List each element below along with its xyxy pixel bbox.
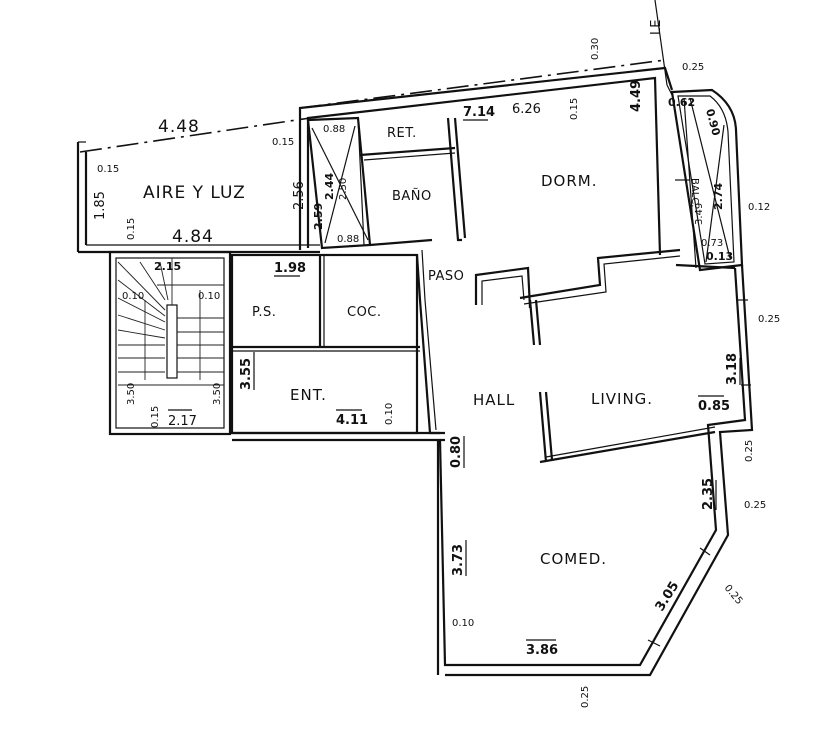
dim-corner-wall: 0.25 [682, 62, 704, 73]
dim-aire-bottom: 4.84 [172, 227, 214, 247]
balcony [670, 88, 744, 272]
dim-stair-tread-right: 0.10 [198, 291, 220, 302]
dim-comed-bottom-wall: 0.25 [580, 686, 591, 708]
dimension-labels: 4.48 4.84 1.85 0.15 0.15 2.56 0.15 0.88 … [93, 38, 780, 708]
top-exterior-wall [298, 66, 674, 256]
dim-aire-wall-left: 0.15 [97, 164, 119, 175]
dim-aire-right-height: 2.56 [292, 181, 307, 210]
dim-shaft-diag-2: 2.59 [312, 203, 325, 230]
dim-stair-tread-left: 0.10 [122, 291, 144, 302]
dim-aire-left-height: 1.85 [93, 191, 108, 220]
dim-ent-wall: 0.10 [384, 403, 395, 425]
room-label-comed: COMED. [540, 550, 607, 568]
dim-dorm-wall: 0.15 [569, 98, 580, 120]
room-labels: AIRE Y LUZ RET. BAÑO DORM. BALC. PASO P.… [143, 20, 700, 568]
dim-comed-bottom: 3.86 [526, 643, 558, 658]
dim-stair-wall: 0.15 [150, 406, 161, 428]
dim-living-return: 0.85 [698, 399, 730, 414]
dim-living-wall: 0.25 [758, 314, 780, 325]
dimension-marks [168, 119, 741, 641]
dim-shaft-top: 0.88 [323, 124, 345, 135]
dim-comed-left-wall: 0.10 [452, 618, 474, 629]
room-label-paso: PASO [428, 269, 464, 284]
dim-aire-right-wall: 0.15 [272, 137, 294, 148]
dim-dorm-height: 4.49 [629, 80, 644, 112]
dim-balc-top: 0.62 [668, 96, 695, 109]
dim-comed-diag-wall: 0.25 [722, 583, 745, 607]
dim-stair-width: 2.15 [154, 260, 181, 273]
boundary-label: LE [649, 20, 664, 35]
dim-stair-right-height: 3.50 [212, 383, 223, 405]
dim-comed-left: 3.73 [451, 544, 466, 576]
dim-balc-bottom-2: 0.13 [706, 250, 733, 263]
living-partition [538, 391, 716, 464]
dim-balc-len-2: 2.74 [712, 183, 725, 210]
dim-aire-top: 4.48 [158, 117, 200, 137]
dim-ent-width: 4.11 [336, 413, 368, 428]
right-exterior-wall [436, 264, 754, 677]
axis-lines [79, 59, 666, 153]
dim-shaft-diag-3: 2.50 [338, 178, 349, 200]
room-label-ent: ENT. [290, 386, 327, 404]
dim-shaft-diag-1: 2.44 [323, 173, 336, 200]
dim-ps-width: 1.98 [274, 261, 306, 276]
dim-balc-wall: 0.12 [748, 202, 770, 213]
dim-balc-len-1: 3.49 [694, 203, 705, 225]
room-label-coc: COC. [347, 305, 382, 320]
dim-dorm-width-b: 6.26 [512, 102, 541, 117]
dim-dorm-width-a: 7.14 [463, 105, 495, 120]
dim-living-height: 3.18 [725, 353, 740, 385]
dim-stair-left-height: 3.50 [126, 383, 137, 405]
dim-balc-bottom-1: 0.73 [701, 238, 723, 249]
room-label-ret: RET. [387, 126, 417, 141]
dim-aire-wall-bottom: 0.15 [126, 218, 137, 240]
room-label-hall: HALL [473, 391, 515, 409]
dim-balc-diag: 0.90 [703, 107, 723, 137]
ret-bano-walls [359, 117, 467, 247]
room-label-living: LIVING. [591, 390, 653, 408]
room-label-dorm: DORM. [541, 172, 598, 190]
dim-top-wall: 0.30 [590, 38, 601, 60]
room-label-aire-y-luz: AIRE Y LUZ [143, 183, 246, 203]
dim-stair-bottom: 2.17 [168, 414, 197, 429]
dim-hall-opening: 0.80 [449, 436, 464, 468]
room-label-balc: BALC. [689, 178, 700, 207]
paso-partitions [474, 248, 736, 346]
room-label-ps: P.S. [252, 305, 276, 320]
stairwell [108, 250, 232, 436]
room-label-bano: BAÑO [392, 188, 432, 204]
dim-ent-height: 3.55 [239, 358, 254, 390]
dim-comed-side: 2.35 [701, 478, 716, 510]
dim-shaft-bottom: 0.88 [337, 234, 359, 245]
service-block-walls [230, 249, 445, 442]
dim-step-wall: 0.25 [744, 440, 755, 462]
dim-comed-side-wall: 0.25 [744, 500, 766, 511]
